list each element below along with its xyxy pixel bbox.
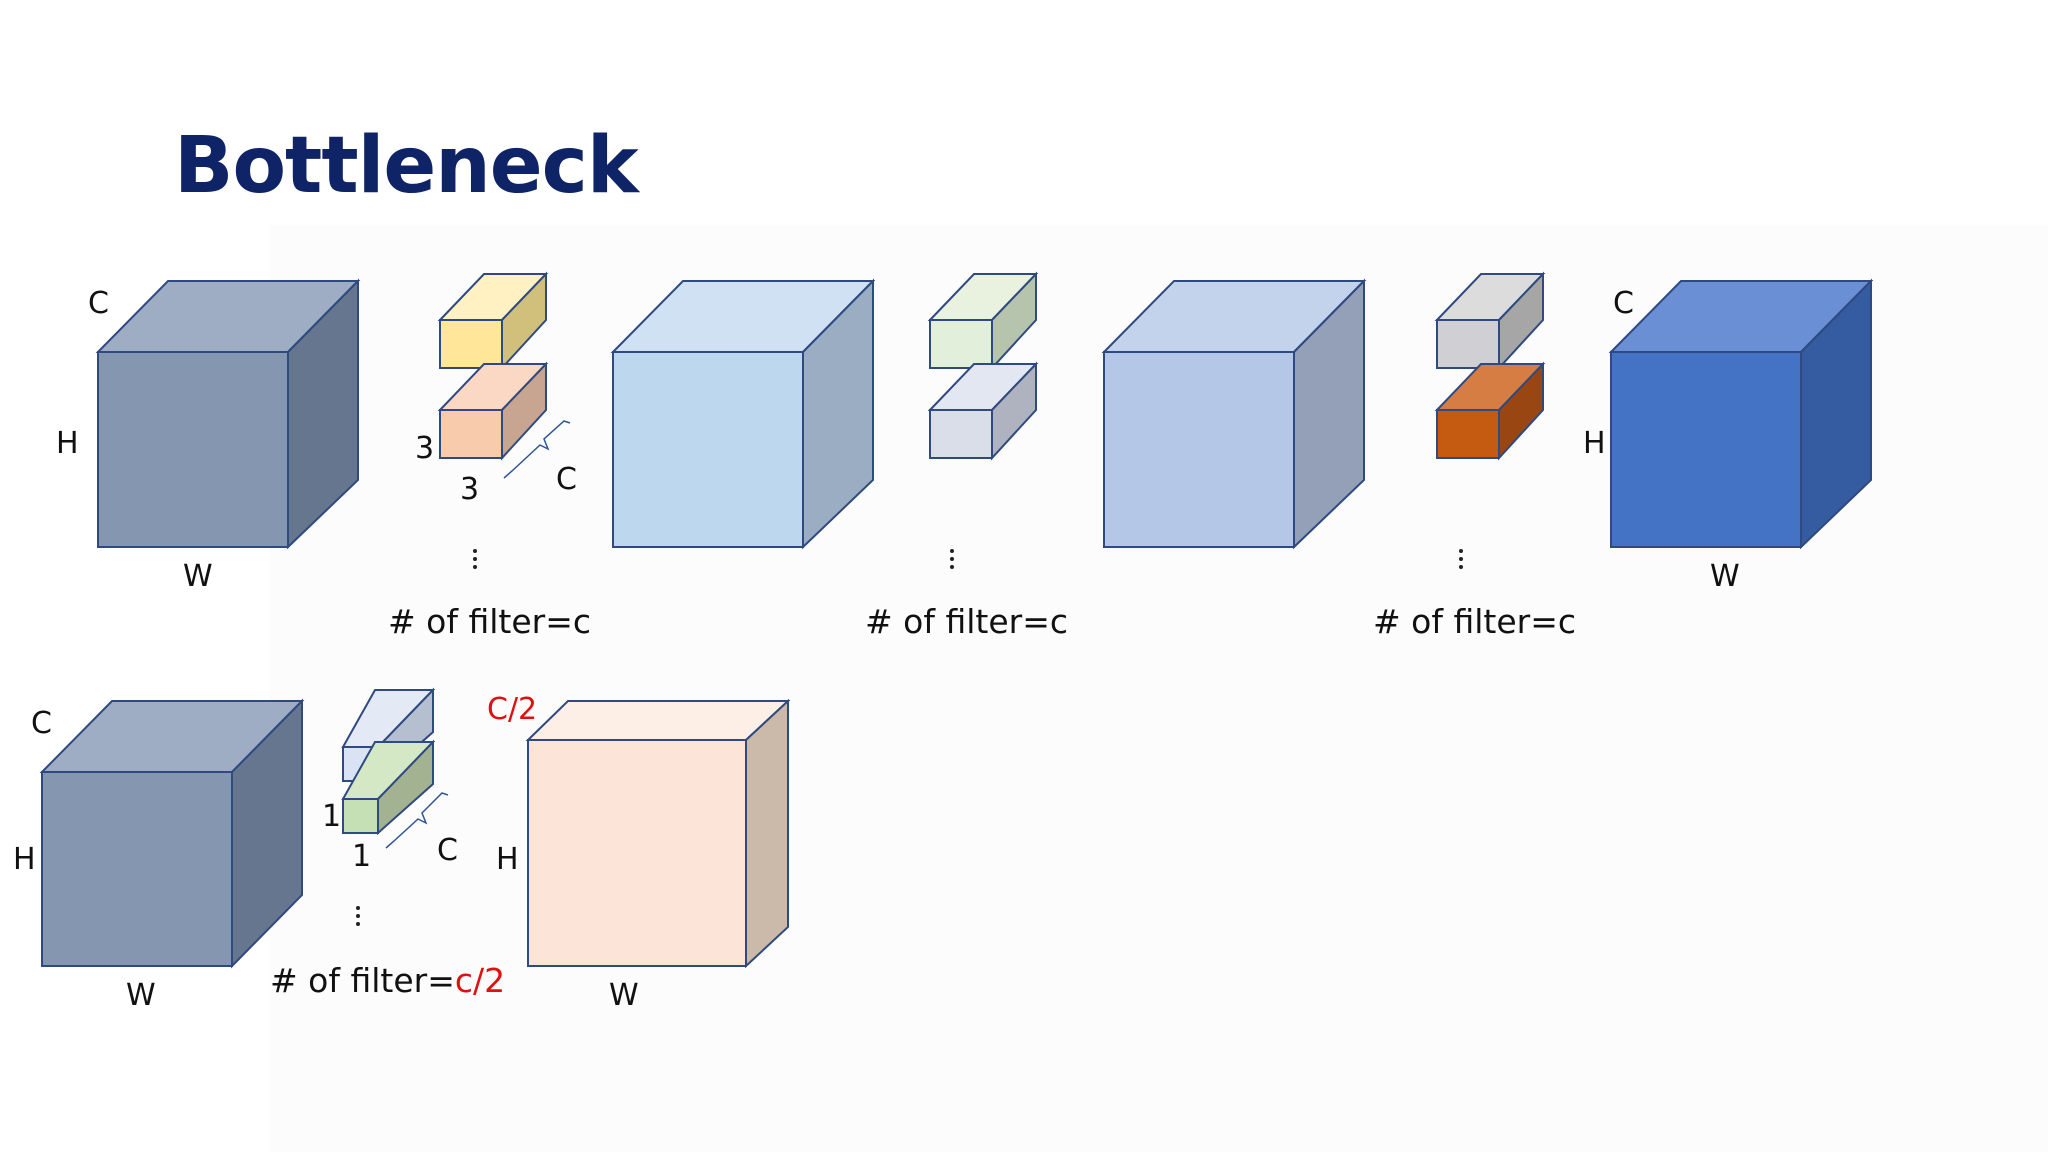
- filter-depth-label: C: [556, 462, 577, 497]
- cube-channel-label: C: [31, 706, 52, 741]
- conv-filter-lavender: [927, 361, 1039, 461]
- cube-width-label: W: [609, 978, 639, 1013]
- filter-depth-brace: [385, 792, 449, 849]
- conv-filter-3x3-yellow: [437, 271, 549, 371]
- cube-height-label: H: [13, 842, 36, 877]
- conv-filter-3x3-orange: [437, 361, 549, 461]
- filter-count-caption: # of filter=c: [388, 602, 591, 641]
- cube-channel-label: C: [88, 286, 109, 321]
- input-feature-map-cube: [39, 698, 305, 969]
- slide-title: Bottleneck: [174, 121, 639, 211]
- more-filters-ellipsis: [356, 906, 362, 930]
- conv-filter-gray: [1434, 271, 1546, 371]
- cube-height-label: H: [496, 842, 519, 877]
- cube-channel-label-highlighted: C/2: [487, 692, 538, 727]
- filter-kernel-width-label: 3: [460, 472, 480, 507]
- more-filters-ellipsis: [473, 549, 479, 573]
- cube-width-label: W: [126, 978, 156, 1013]
- filter-kernel-height-label: 3: [415, 431, 435, 466]
- reduced-feature-map-cube: [525, 698, 791, 969]
- filter-count-caption: # of filter=c/2: [270, 962, 505, 1000]
- more-filters-ellipsis: [950, 549, 956, 573]
- output-feature-map-cube: [1608, 278, 1874, 550]
- filter-depth-brace: [503, 420, 571, 479]
- conv-filter-1x1-green: [341, 739, 436, 836]
- cube-width-label: W: [1710, 559, 1740, 594]
- filter-count-caption-prefix: # of filter=: [270, 961, 455, 1000]
- filter-kernel-width-label: 1: [352, 839, 372, 874]
- conv-filter-burnt-orange: [1434, 361, 1546, 461]
- cube-width-label: W: [183, 559, 213, 594]
- intermediate-feature-map-cube: [610, 278, 876, 550]
- filter-count-caption: # of filter=c: [865, 602, 1068, 641]
- cube-height-label: H: [1583, 426, 1606, 461]
- cube-channel-label: C: [1613, 286, 1634, 321]
- filter-kernel-height-label: 1: [322, 799, 342, 834]
- filter-count-caption-value: c/2: [454, 961, 506, 1000]
- conv-filter-green: [927, 271, 1039, 371]
- filter-count-caption: # of filter=c: [1373, 602, 1576, 641]
- cube-height-label: H: [56, 426, 79, 461]
- more-filters-ellipsis: [1459, 549, 1465, 573]
- intermediate-feature-map-cube: [1101, 278, 1367, 550]
- filter-depth-label: C: [437, 833, 458, 868]
- input-feature-map-cube: [95, 278, 361, 550]
